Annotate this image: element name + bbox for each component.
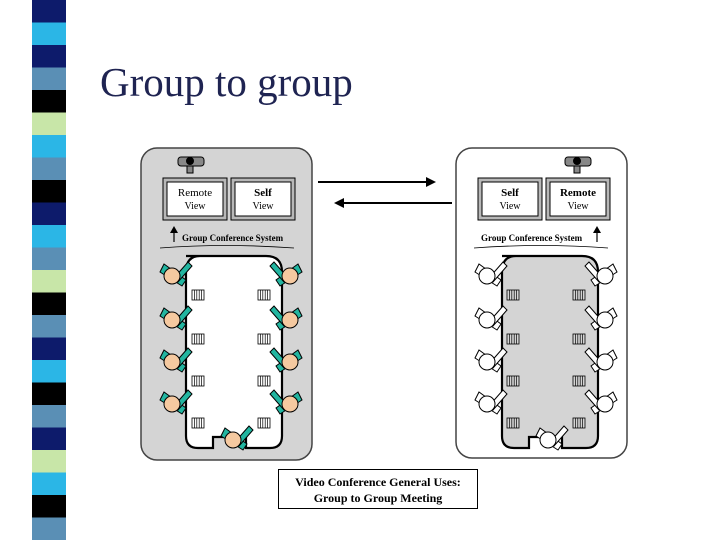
stripe-segment <box>32 360 66 383</box>
participant-icon <box>474 347 508 373</box>
stripe-segment <box>32 180 66 203</box>
right-screen-remote-line1: Remote <box>560 187 596 199</box>
left-camera-icon <box>177 156 205 174</box>
laptop-icon <box>506 289 520 301</box>
left-screen-self-line2: View <box>252 201 274 212</box>
right-camera-icon <box>564 156 592 174</box>
laptop-icon <box>572 375 586 387</box>
laptop-icon <box>257 417 271 429</box>
laptop-icon <box>191 289 205 301</box>
laptop-icon <box>506 375 520 387</box>
participant-icon <box>269 347 303 373</box>
laptop-icon <box>506 417 520 429</box>
left-screen-remote-line1: Remote <box>178 187 212 199</box>
participant-icon <box>474 305 508 331</box>
stripe-segment <box>32 495 66 518</box>
stripe-segment <box>32 90 66 113</box>
stripe-segment <box>32 292 66 316</box>
stripe-segment <box>32 112 66 136</box>
laptop-icon <box>191 417 205 429</box>
laptop-icon <box>191 375 205 387</box>
left-participants <box>159 261 303 451</box>
stripe-segment <box>32 157 66 181</box>
stripe-segment <box>32 450 66 473</box>
stripe-segment <box>32 517 66 540</box>
participant-icon <box>584 389 618 415</box>
stripe-segment <box>32 0 66 23</box>
participant-icon <box>269 261 303 287</box>
participant-icon <box>474 389 508 415</box>
participant-icon <box>584 305 618 331</box>
right-screen-self-line1: Self <box>501 187 519 199</box>
laptop-icon <box>572 417 586 429</box>
participant-icon <box>269 305 303 331</box>
left-screen-remote: Remote View <box>162 177 228 221</box>
right-room: Self View Remote View Group Conference S… <box>455 147 628 459</box>
participant-icon <box>269 389 303 415</box>
laptop-icon <box>572 333 586 345</box>
left-system-label-group: Group Conference System <box>159 226 295 249</box>
decorative-stripe-bar <box>0 0 66 540</box>
stripe-segment <box>32 315 66 338</box>
left-system-label: Group Conference System <box>182 233 284 243</box>
left-screen-self-line1: Self <box>254 187 272 199</box>
right-system-label: Group Conference System <box>481 233 583 243</box>
right-system-label-group: Group Conference System <box>473 226 609 249</box>
stripe-segment <box>32 67 66 91</box>
caption-box: Video Conference General Uses: Group to … <box>278 469 478 509</box>
stripe-segment <box>32 202 66 226</box>
right-screen-self-line2: View <box>499 201 521 212</box>
caption-line-2: Group to Group Meeting <box>313 491 443 505</box>
participant-icon <box>159 389 193 415</box>
laptop-icon <box>572 289 586 301</box>
link-arrows <box>318 177 452 208</box>
stripe-segment <box>32 337 66 361</box>
right-participants <box>474 261 618 451</box>
laptop-icon <box>191 333 205 345</box>
caption-line-1: Video Conference General Uses: <box>295 475 461 489</box>
stripe-segment <box>32 247 66 271</box>
right-screen-remote: Remote View <box>545 177 611 221</box>
stripe-segment <box>32 405 66 428</box>
right-screen-self: Self View <box>477 177 543 221</box>
stripe-segment <box>32 135 66 158</box>
laptop-icon <box>506 333 520 345</box>
left-screen-self: Self View <box>230 177 296 221</box>
stripe-segment <box>32 22 66 46</box>
laptop-icon <box>257 333 271 345</box>
stripe-segment <box>32 45 66 68</box>
stripe-pattern <box>32 0 66 540</box>
slide-title: Group to group <box>100 59 353 105</box>
stripe-segment <box>32 427 66 451</box>
participant-icon <box>159 261 193 287</box>
participant-icon <box>535 425 569 451</box>
participant-icon <box>584 261 618 287</box>
participant-icon <box>584 347 618 373</box>
laptop-icon <box>257 289 271 301</box>
left-room: Remote View Self View Group Conference S… <box>140 147 313 461</box>
stripe-segment <box>32 225 66 248</box>
participant-icon <box>474 261 508 287</box>
stripe-segment <box>32 270 66 293</box>
participant-icon <box>159 305 193 331</box>
stripe-segment <box>32 382 66 406</box>
right-screen-remote-line2: View <box>567 201 589 212</box>
participant-icon <box>220 425 254 451</box>
participant-icon <box>159 347 193 373</box>
laptop-icon <box>257 375 271 387</box>
left-screen-remote-line2: View <box>184 201 206 212</box>
stripe-segment <box>32 472 66 496</box>
